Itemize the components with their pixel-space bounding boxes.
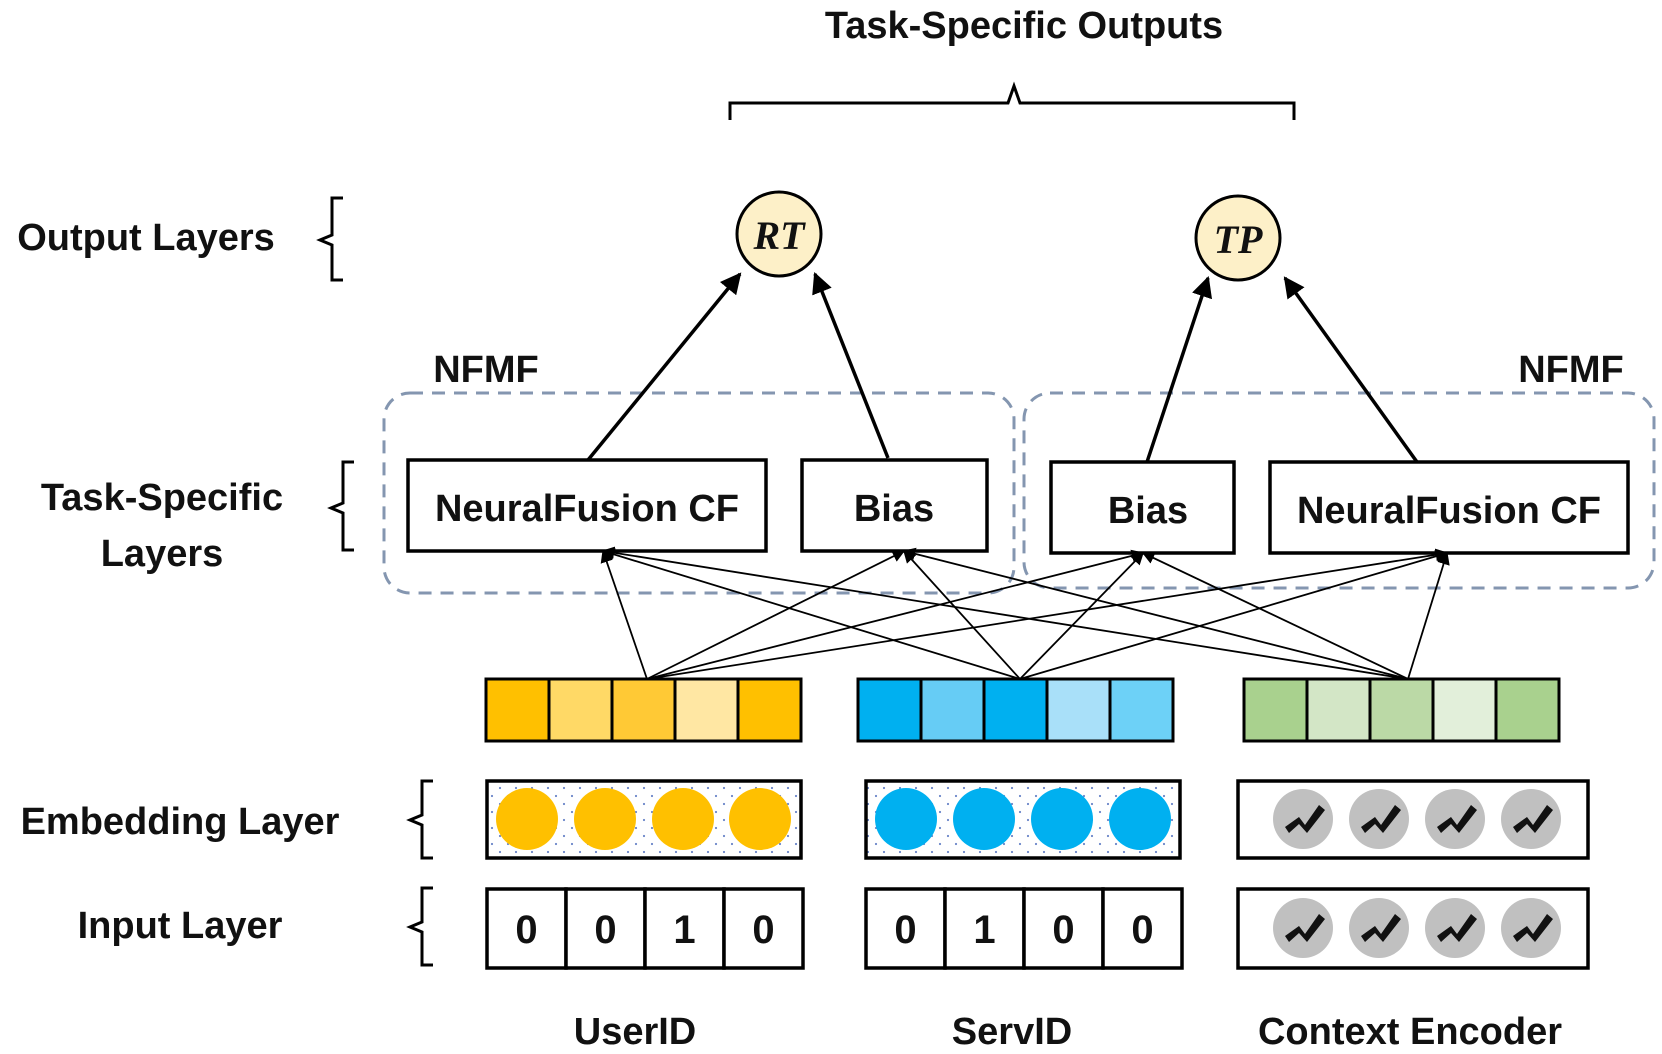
outputs-brace: [728, 81, 1296, 120]
serv-input-cell: [943, 887, 1026, 970]
user-embedding-dot: [729, 788, 791, 850]
output-node-rt: [735, 190, 823, 278]
embedding-arrow: [1019, 550, 1449, 680]
brace-embedding-layer: [406, 779, 433, 860]
embedding-arrow: [601, 548, 1021, 680]
embedding-arrow: [902, 547, 1409, 680]
toggle-icon: [1425, 789, 1485, 849]
label-embedding-layer: Embedding Layer: [21, 801, 340, 843]
label-input-layer: Input Layer: [78, 905, 283, 947]
user-embedding-dot: [496, 788, 558, 850]
user-input-digit: 1: [673, 908, 695, 952]
context-embedding-icons: [1273, 789, 1561, 849]
embedding-arrow: [600, 549, 648, 680]
user-embedding-vector: [484, 677, 803, 743]
user-input-digit: 0: [594, 908, 616, 952]
serv-embedding-dot: [875, 788, 937, 850]
embedding-arrow: [1141, 552, 1409, 680]
user-embedding-dots: [496, 788, 791, 850]
label-task-specific-2: Layers: [101, 533, 224, 575]
nfmf-left-group: [382, 391, 1016, 595]
embedding-arrow: [646, 550, 906, 680]
serv-embedding-dot: [1031, 788, 1093, 850]
user-input-cell: [722, 887, 805, 970]
serv-input-digit: 1: [973, 908, 995, 952]
serv-embedding-cell: [856, 677, 923, 743]
brace-input-layer: [406, 886, 433, 967]
user-embedding-cell: [484, 677, 551, 743]
output-node-tp: [1194, 194, 1282, 282]
context-embedding-cell: [1305, 677, 1372, 743]
output-label-rt: RT: [752, 213, 806, 258]
context-embedding-vector: [1242, 677, 1561, 743]
toggle-icon: [1349, 898, 1409, 958]
user-embedding-cell: [610, 677, 677, 743]
embedding-arrows: [600, 546, 1450, 680]
nfmf-right-group: [1022, 391, 1656, 590]
output-arrows: [586, 272, 1419, 464]
label-context-encoder: Context Encoder: [1258, 1011, 1562, 1053]
nfmf-left-label: NFMF: [433, 349, 539, 391]
right-bias-label: Bias: [1108, 490, 1188, 532]
user-embedding-cell: [673, 677, 740, 743]
embedding-arrow: [903, 550, 1021, 680]
toggle-icon: [1501, 898, 1561, 958]
serv-input-digit: 0: [894, 908, 916, 952]
output-label-tp: TP: [1214, 217, 1263, 262]
user-input-vector: 0 0 1 0: [485, 887, 805, 970]
context-embedding-cell: [1242, 677, 1309, 743]
toggle-icon: [1349, 789, 1409, 849]
toggle-icon: [1273, 789, 1333, 849]
user-input-digit: 0: [515, 908, 537, 952]
embedding-arrow: [646, 548, 1449, 680]
serv-input-digit: 0: [1131, 908, 1153, 952]
label-task-specific-1: Task-Specific: [41, 477, 283, 519]
user-input-cell: [643, 887, 726, 970]
user-embedding-dot: [652, 788, 714, 850]
serv-embedding-cell: [1045, 677, 1112, 743]
embedding-arrow: [646, 549, 1145, 680]
left-bias-box: [800, 458, 989, 553]
embedding-arrow: [1019, 552, 1144, 680]
user-input-cell: [485, 887, 568, 970]
embedding-arrow: [1407, 551, 1450, 680]
nfmf-right-label: NFMF: [1518, 349, 1624, 391]
serv-input-cell: [1101, 887, 1184, 970]
left-bias-label: Bias: [854, 488, 934, 530]
user-input-digit: 0: [752, 908, 774, 952]
brace-task-specific: [327, 460, 354, 552]
user-embedding-cell: [547, 677, 614, 743]
left-cf-box: [406, 458, 768, 553]
context-embedding-cell: [1368, 677, 1435, 743]
label-output-layers: Output Layers: [17, 217, 275, 259]
context-embedding-cell: [1431, 677, 1498, 743]
serv-input-vector: 0 1 0 0: [864, 887, 1184, 970]
user-embedding-dot: [574, 788, 636, 850]
label-servid: ServID: [952, 1011, 1072, 1053]
right-cf-label: NeuralFusion CF: [1297, 490, 1601, 532]
serv-embedding-vector: [856, 677, 1175, 743]
user-embedding-cell: [736, 677, 803, 743]
embedding-arrow: [601, 546, 1409, 680]
context-input-icons: [1273, 898, 1561, 958]
context-embedding-cell: [1494, 677, 1561, 743]
serv-embedding-cell: [982, 677, 1049, 743]
toggle-icon: [1273, 898, 1333, 958]
toggle-icon: [1501, 789, 1561, 849]
left-cf-label: NeuralFusion CF: [435, 488, 739, 530]
serv-input-digit: 0: [1052, 908, 1074, 952]
toggle-icon: [1425, 898, 1485, 958]
diagram-title: Task-Specific Outputs: [825, 5, 1223, 47]
serv-embedding-dots: [875, 788, 1171, 850]
user-input-cell: [564, 887, 647, 970]
label-userid: UserID: [574, 1011, 697, 1053]
serv-embedding-cell: [1108, 677, 1175, 743]
serv-embedding-dot: [953, 788, 1015, 850]
right-bias-box: [1049, 460, 1236, 555]
brace-output-layers: [316, 196, 343, 282]
serv-embedding-cell: [919, 677, 986, 743]
serv-embedding-dot: [1109, 788, 1171, 850]
